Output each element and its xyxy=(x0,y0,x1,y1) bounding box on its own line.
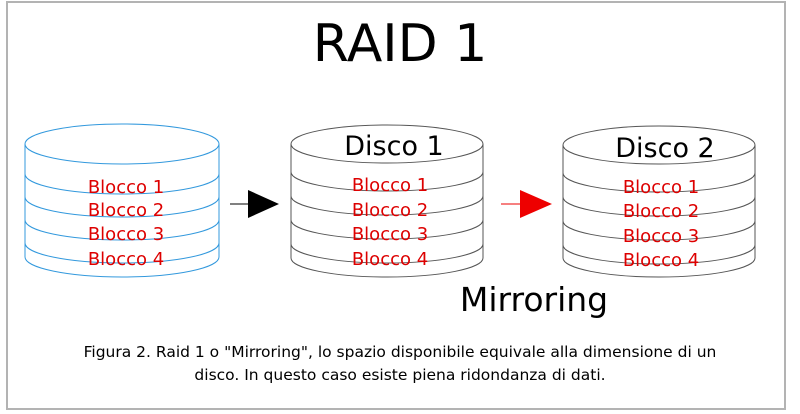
disk-2-body xyxy=(562,145,756,278)
caption-line-1: Figura 2. Raid 1 o "Mirroring", lo spazi… xyxy=(83,343,717,361)
disk-source-ring-1 xyxy=(24,173,220,195)
disk-source-ring-2 xyxy=(24,196,220,218)
caption-line-2: disco. In questo caso esiste piena ridon… xyxy=(194,366,606,384)
disk-1-top xyxy=(290,124,484,164)
disk-2-ring-1 xyxy=(562,172,756,193)
disk-2-block-4: Blocco 4 xyxy=(623,250,699,271)
disk-1-block-3: Blocco 3 xyxy=(352,224,428,245)
disk-1-block-2: Blocco 2 xyxy=(352,200,428,221)
disk-1-ring-2 xyxy=(290,195,484,216)
page-title: RAID 1 xyxy=(312,14,488,74)
disk-2-ring-2 xyxy=(562,196,756,217)
disk-1-body xyxy=(290,144,484,278)
write-arrow xyxy=(230,190,279,218)
disk-2-top xyxy=(562,125,756,165)
disk-2-ring-3 xyxy=(562,220,756,241)
mirroring-label: Mirroring xyxy=(460,280,608,319)
disk-source-block-4: Blocco 4 xyxy=(88,249,164,270)
disk-1-block-1: Blocco 1 xyxy=(352,175,428,196)
disk-source-block-2: Blocco 2 xyxy=(88,200,164,221)
disk-1-ring-4 xyxy=(290,243,484,264)
disk-source-block-1: Blocco 1 xyxy=(88,177,164,198)
mirror-arrow-head xyxy=(520,190,552,218)
disk-2-block-2: Blocco 2 xyxy=(623,201,699,222)
disk-2-block-3: Blocco 3 xyxy=(623,226,699,247)
disk-1: Disco 1 Blocco 1 Blocco 2 Blocco 3 Blocc… xyxy=(290,124,484,278)
disk-1-ring-3 xyxy=(290,219,484,240)
disk-source-top xyxy=(24,123,220,165)
disk-2-ring-4 xyxy=(562,244,756,265)
disk-source-ring-4 xyxy=(24,242,220,264)
disk-2: Disco 2 Blocco 1 Blocco 2 Blocco 3 Blocc… xyxy=(562,125,756,278)
disk-source: Blocco 1 Blocco 2 Blocco 3 Blocco 4 xyxy=(24,123,220,278)
figure-caption: Figura 2. Raid 1 o "Mirroring", lo spazi… xyxy=(24,341,776,387)
disk-2-block-1: Blocco 1 xyxy=(623,177,699,198)
disk-2-label: Disco 2 xyxy=(615,133,714,164)
disk-source-body xyxy=(24,144,220,278)
write-arrow-head xyxy=(248,190,279,218)
disk-1-block-4: Blocco 4 xyxy=(352,249,428,270)
mirror-arrow xyxy=(501,190,552,218)
disk-source-block-3: Blocco 3 xyxy=(88,224,164,245)
disk-1-ring-1 xyxy=(290,171,484,192)
disk-source-ring-3 xyxy=(24,219,220,241)
disk-1-label: Disco 1 xyxy=(344,131,443,162)
figure-frame xyxy=(6,1,786,410)
